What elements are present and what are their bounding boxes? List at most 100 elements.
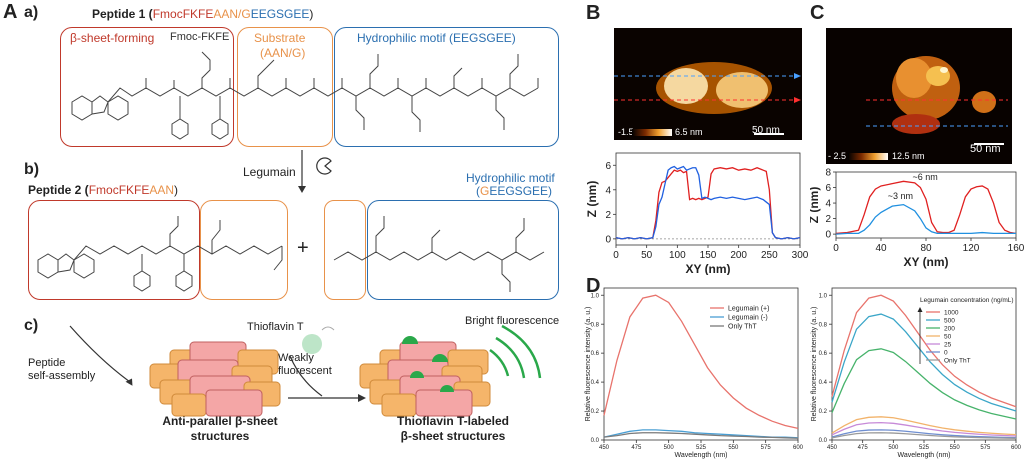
hydrophilic-label: Hydrophilic motif (EEGSGEE) bbox=[357, 31, 516, 45]
legend-label: Legumain (-) bbox=[728, 315, 768, 322]
beta-sheet-label: β-sheet-forming bbox=[70, 31, 155, 45]
panel-label-a: a) bbox=[24, 4, 39, 21]
y-tick-label: 0.6 bbox=[591, 351, 600, 357]
y-tick-label: 4 bbox=[605, 185, 611, 196]
afm-image-B bbox=[614, 28, 802, 140]
y-tick-label: 0.4 bbox=[591, 380, 600, 386]
peptide1-structure bbox=[71, 51, 539, 140]
x-tick-label: 450 bbox=[599, 445, 610, 451]
caption-antiparallel: Anti-parallel β-sheet structures bbox=[162, 414, 278, 443]
stack-1 bbox=[149, 341, 281, 417]
hydro-motif-label: Hydrophilic motif bbox=[466, 171, 555, 185]
x-tick-label: 600 bbox=[793, 445, 804, 451]
hydro-motif-seq: (GEEGSGEE) bbox=[476, 184, 553, 198]
x-tick-label: 500 bbox=[664, 445, 675, 451]
afm-C-scale-max: 12.5 nm bbox=[892, 151, 925, 161]
y-tick-label: 1.0 bbox=[819, 293, 828, 299]
x-tick-label: 550 bbox=[728, 445, 739, 451]
x-tick-label: 0 bbox=[833, 243, 839, 254]
peptide2-red-box bbox=[28, 200, 200, 300]
y-axis-label: Relative fluorescence intensity (a. u.) bbox=[811, 307, 818, 422]
peptide1-title: Peptide 1 (FmocFKFEAAN/GEEGSGEE) bbox=[92, 7, 314, 21]
x-axis-label: Wavelength (nm) bbox=[897, 452, 950, 459]
plot-frame bbox=[831, 287, 1017, 441]
substrate-label: Substrate bbox=[254, 31, 306, 45]
x-tick-label: 600 bbox=[1011, 445, 1022, 451]
panel-label-C: C bbox=[810, 2, 825, 24]
x-tick-label: 50 bbox=[641, 250, 653, 261]
x-tick-label: 0 bbox=[613, 250, 619, 261]
panel-label-b: b) bbox=[24, 161, 40, 178]
tht-molecule-icon bbox=[302, 334, 322, 354]
y-tick-label: 2 bbox=[825, 214, 831, 225]
x-tick-label: 475 bbox=[631, 445, 642, 451]
x-axis-label: XY (nm) bbox=[685, 262, 730, 275]
legend-label: 1000 bbox=[944, 310, 959, 317]
hydrophilic-box bbox=[334, 27, 559, 147]
panel-label-c: c) bbox=[24, 317, 39, 334]
legend-label: 25 bbox=[944, 342, 952, 349]
legend-label: Only ThT bbox=[728, 324, 757, 331]
x-tick-label: 200 bbox=[730, 250, 747, 261]
afm-C-scalebar: 50 nm bbox=[970, 143, 1001, 155]
y-axis-label: Z (nm) bbox=[810, 187, 821, 224]
afm-image-C bbox=[826, 28, 1012, 164]
x-tick-label: 150 bbox=[700, 250, 717, 261]
series-line-4 bbox=[831, 421, 1017, 437]
tht-label: Thioflavin T bbox=[247, 321, 304, 333]
x-tick-label: 40 bbox=[875, 243, 887, 254]
glycine-box bbox=[324, 200, 366, 300]
profile-line-red bbox=[835, 180, 1017, 234]
hydro-motif-box bbox=[367, 200, 559, 300]
caption-tht-labeled: Thioflavin T-labeled β-sheet structures bbox=[396, 414, 509, 443]
x-tick-label: 450 bbox=[827, 445, 838, 451]
y-axis-label: Z (nm) bbox=[586, 181, 599, 218]
plus-sign: + bbox=[297, 237, 309, 259]
y-tick-label: 0.2 bbox=[819, 409, 828, 415]
profile-line-red bbox=[615, 167, 801, 240]
y-tick-label: 0.0 bbox=[591, 438, 600, 444]
y-tick-label: 1.0 bbox=[591, 293, 600, 299]
substrate-box bbox=[237, 27, 333, 147]
series-line-6 bbox=[831, 432, 1017, 439]
panel-label-A: A bbox=[3, 1, 18, 23]
peptide2-structure bbox=[37, 216, 545, 292]
legend-title: Legumain concentration (ng/mL) bbox=[920, 297, 1014, 304]
beta-sheet-box bbox=[60, 27, 234, 147]
y-tick-label: 0.8 bbox=[591, 322, 600, 328]
afm-C-colorbar bbox=[848, 153, 888, 160]
x-tick-label: 475 bbox=[858, 445, 869, 451]
x-tick-label: 250 bbox=[761, 250, 778, 261]
y-tick-label: 8 bbox=[825, 168, 831, 179]
series-line-2 bbox=[603, 432, 799, 439]
panel-c-schematic bbox=[69, 324, 542, 417]
x-tick-label: 100 bbox=[669, 250, 686, 261]
bright-label: Bright fluorescence bbox=[465, 315, 560, 327]
x-axis-label: Wavelength (nm) bbox=[674, 452, 727, 459]
x-tick-label: 550 bbox=[950, 445, 961, 451]
fluorescence-waves-icon bbox=[489, 324, 542, 379]
series-line-0 bbox=[831, 294, 1017, 408]
substrate-seq: (AAN/G) bbox=[260, 46, 306, 60]
tht-bound-markers bbox=[402, 336, 454, 392]
profile-line-blue bbox=[835, 203, 1016, 235]
x-tick-label: 160 bbox=[1008, 243, 1024, 254]
weakly-label: Weakly fluorescent bbox=[278, 352, 332, 377]
panel-label-D: D bbox=[586, 275, 601, 297]
y-tick-label: 0 bbox=[825, 230, 831, 241]
fmoc-fkfe-label: Fmoc-FKFE bbox=[170, 31, 230, 43]
peptide2-title: Peptide 2 (FmocFKFEAAN) bbox=[28, 183, 179, 197]
y-tick-label: 0.4 bbox=[819, 380, 828, 386]
stack-2 bbox=[359, 341, 491, 417]
x-tick-label: 575 bbox=[980, 445, 991, 451]
legumain-label: Legumain bbox=[243, 165, 296, 179]
afm-B-colorbar bbox=[632, 129, 672, 136]
series-line-2 bbox=[831, 348, 1017, 420]
y-tick-label: 0.2 bbox=[591, 409, 600, 415]
x-tick-label: 525 bbox=[696, 445, 707, 451]
y-tick-label: 0 bbox=[605, 234, 611, 245]
peptide2-orange-box bbox=[200, 200, 288, 300]
series-line-0 bbox=[603, 294, 799, 430]
